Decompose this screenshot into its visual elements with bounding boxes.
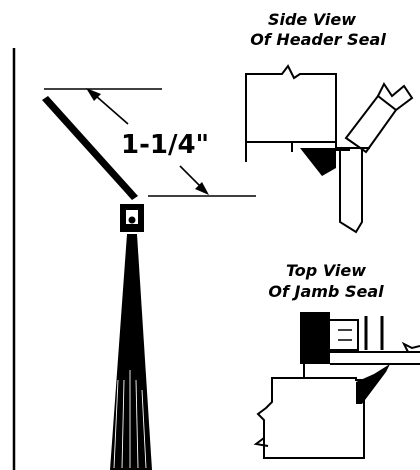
- jamb-wall: [256, 377, 365, 459]
- side-view-caption: Side View Of Header Seal: [250, 10, 386, 49]
- header-seal-drawing: [245, 64, 414, 234]
- top-view-subtitle: Of Jamb Seal: [268, 282, 384, 301]
- dimension-arrow-upper: [95, 95, 129, 125]
- hardware-block: [300, 312, 330, 364]
- side-view-subtitle: Of Header Seal: [250, 30, 386, 49]
- arrowhead-lower: [195, 182, 209, 195]
- brush-bristles: [110, 234, 152, 470]
- door-leaf: [344, 94, 398, 154]
- header-seal-brush: [300, 148, 336, 176]
- seal-flap: [42, 96, 138, 200]
- top-view-title: Top View: [286, 261, 366, 280]
- jamb-seal-drawing: [253, 312, 420, 459]
- top-view-caption: Top View Of Jamb Seal: [268, 261, 384, 301]
- jamb-lower: [339, 150, 363, 234]
- dimension-label: 1-1/4": [121, 130, 209, 160]
- side-view-title: Side View: [268, 10, 356, 29]
- arrowhead-upper: [86, 88, 101, 101]
- header-block: [245, 64, 337, 143]
- dimension-arrow-lower: [179, 165, 203, 189]
- brush-seal-profile: 1-1/4": [42, 88, 256, 470]
- jamb-seal-brush: [356, 364, 390, 404]
